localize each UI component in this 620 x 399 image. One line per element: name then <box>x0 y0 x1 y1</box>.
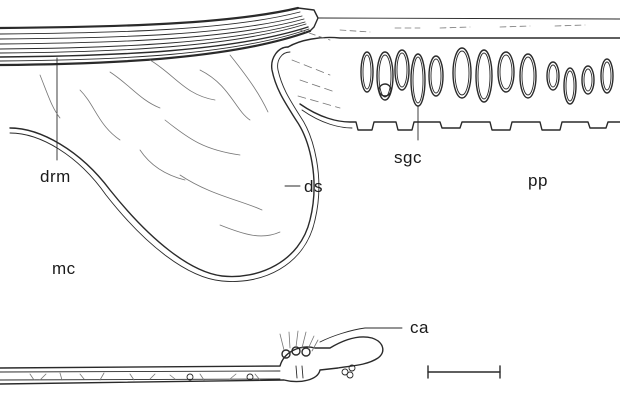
label-mc: mc <box>52 259 76 278</box>
papilla-section <box>288 25 620 140</box>
scale-bar <box>428 366 500 378</box>
gland-cells <box>361 48 613 106</box>
dorsal-sac <box>10 47 319 282</box>
dermis-edge <box>298 8 620 31</box>
label-sgc: sgc <box>394 148 422 167</box>
lower-epidermis-strip <box>0 328 402 384</box>
label-drm: drm <box>40 167 71 186</box>
label-ds: ds <box>304 177 323 196</box>
label-pp: pp <box>528 171 548 190</box>
label-ca: ca <box>410 318 429 337</box>
